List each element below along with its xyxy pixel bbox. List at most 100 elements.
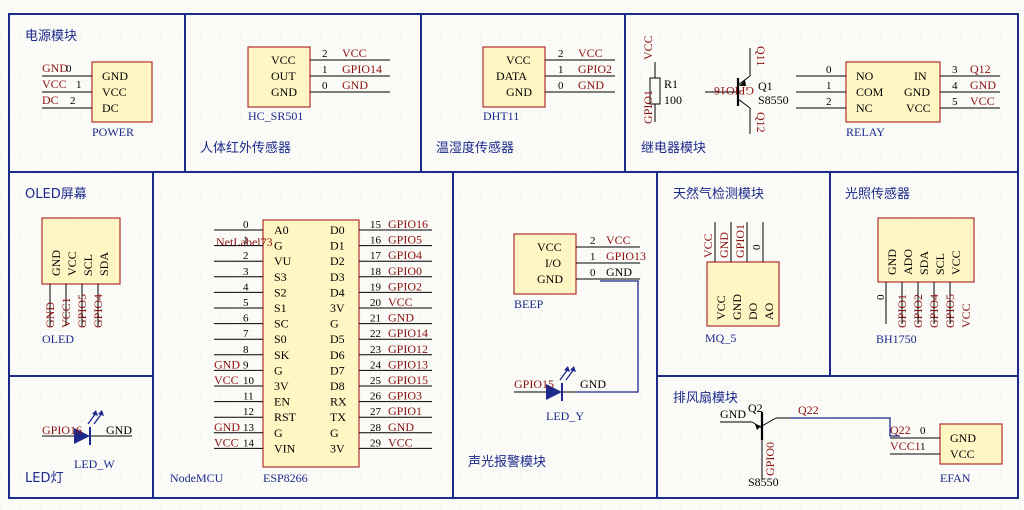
component-type: S8550 xyxy=(748,475,779,489)
net-label: VCC xyxy=(42,77,67,91)
pin-number: 1 xyxy=(590,251,596,263)
net-label: GPIO2 xyxy=(911,294,925,328)
pin-label: GND xyxy=(950,431,976,445)
component-type: S8550 xyxy=(758,93,789,107)
pin-label: D2 xyxy=(330,254,345,268)
pin-label: A0 xyxy=(274,223,289,237)
net-label: GND xyxy=(42,61,68,75)
pin-label: AO xyxy=(762,302,776,320)
net-label: GPIO1 xyxy=(388,404,422,418)
pin-label: NO xyxy=(856,69,874,83)
pin-number: 5 xyxy=(952,96,958,108)
pin-label: DATA xyxy=(496,69,527,83)
designator: LED_W xyxy=(74,457,115,471)
pin-label: SCL xyxy=(81,254,95,276)
pin-label: D7 xyxy=(330,363,345,377)
pin-number: 10 xyxy=(243,375,255,387)
pin-number: 19 xyxy=(370,281,382,293)
pin-label: GND xyxy=(102,69,128,83)
pin-number: 28 xyxy=(370,422,382,434)
net-label: GPIO16 xyxy=(388,217,428,231)
pin-number: 22 xyxy=(370,328,381,340)
pin-number: 5 xyxy=(243,297,249,309)
section-title-pir: 人体红外传感器 xyxy=(200,140,291,156)
pin-label: VCC xyxy=(906,101,931,115)
pin-label: G xyxy=(330,317,339,331)
pin-label: GND xyxy=(730,294,744,320)
pin-label: G xyxy=(330,426,339,440)
net-label: VCC xyxy=(388,435,413,449)
pin-number: 15 xyxy=(370,219,382,231)
section-title-fan: 排风扇模块 xyxy=(673,390,738,406)
pin-label: G xyxy=(274,426,283,440)
pin-number: 1 xyxy=(826,80,832,92)
pin-label: RX xyxy=(330,395,347,409)
net-label: GPIO16 xyxy=(714,84,754,98)
pin-number: 4 xyxy=(952,80,958,92)
pin-label: VIN xyxy=(274,441,296,455)
designator: POWER xyxy=(92,125,134,139)
transistor-arrow xyxy=(755,424,761,430)
pin-label: ADO xyxy=(901,249,915,275)
net-label: GPIO12 xyxy=(388,342,428,356)
section-title-relay: 继电器模块 xyxy=(641,141,706,156)
net-label: VCC xyxy=(606,233,631,247)
net-label: VCC xyxy=(214,373,239,387)
pin-label: VCC xyxy=(537,240,562,254)
pin-label: RST xyxy=(274,410,297,424)
net-label: GPIO2 xyxy=(578,62,612,76)
buzzer: VCC I/O GND 2 1 0 VCC GPIO13 GND BEEP xyxy=(513,233,646,393)
pin-label: D3 xyxy=(330,270,345,284)
pin-label: S0 xyxy=(274,332,287,346)
section-title-dht: 温湿度传感器 xyxy=(436,140,514,156)
pin-label: NC xyxy=(856,101,873,115)
net-label: VCC xyxy=(214,435,239,449)
net-label: GPIO15 xyxy=(388,373,428,387)
designator: MQ_5 xyxy=(705,331,736,345)
pin-number: 23 xyxy=(370,344,382,356)
pin-label: DO xyxy=(746,302,760,320)
pin-number: 1 xyxy=(920,441,926,453)
net-label: Q22 xyxy=(890,423,911,437)
pin-label: D5 xyxy=(330,332,345,346)
net-label: GND xyxy=(970,78,996,92)
light-sensor: GND ADO SDA SCL VCC 0 GPIO1 GPIO2 GPIO4 … xyxy=(875,217,975,346)
net-label: GPIO1 xyxy=(895,294,909,328)
section-title-alarm: 声光报警模块 xyxy=(468,454,546,470)
pin-number: 0 xyxy=(826,64,832,76)
designator: RELAY xyxy=(846,125,885,139)
net-label: GPIO15 xyxy=(514,377,554,391)
pin-number: 4 xyxy=(243,281,249,293)
component-ref: R1 xyxy=(664,77,678,91)
pin-label: D8 xyxy=(330,379,345,393)
section-frames xyxy=(8,13,1019,499)
pin-number: 1 xyxy=(76,79,82,91)
pin-number: 16 xyxy=(370,235,382,247)
designator: BEEP xyxy=(514,297,544,311)
pin-number: 0 xyxy=(875,294,887,300)
led-diode-icon xyxy=(74,428,90,444)
net-label: Q11 xyxy=(754,46,768,66)
pin-label: S1 xyxy=(274,301,287,315)
net-label: GPIO0 xyxy=(388,264,422,278)
designator: BH1750 xyxy=(876,332,917,346)
net-label: VCC xyxy=(959,303,973,328)
pin-label: D1 xyxy=(330,239,345,253)
oled-display: GND VCC SCL SDA GND VCC1 GPIO5 GPIO4 OLE… xyxy=(41,217,121,346)
net-label: GPIO13 xyxy=(388,357,428,371)
designator: OLED xyxy=(42,332,74,346)
pin-label: GND xyxy=(537,272,563,286)
net-label: GPIO3 xyxy=(388,389,422,403)
designator: HC_SR501 xyxy=(248,109,303,123)
pin-label: VU xyxy=(274,254,292,268)
pin-number: 0 xyxy=(920,425,926,437)
pin-label: SK xyxy=(274,348,290,362)
pin-label: SC xyxy=(274,317,289,331)
net-label: GPIO5 xyxy=(943,294,957,328)
pin-number: 8 xyxy=(243,344,249,356)
pin-label: VCC xyxy=(950,447,975,461)
net-label: GPIO13 xyxy=(606,249,646,263)
pin-number: 3 xyxy=(243,266,249,278)
pin-label: I/O xyxy=(545,256,561,270)
pin-label: EN xyxy=(274,395,290,409)
